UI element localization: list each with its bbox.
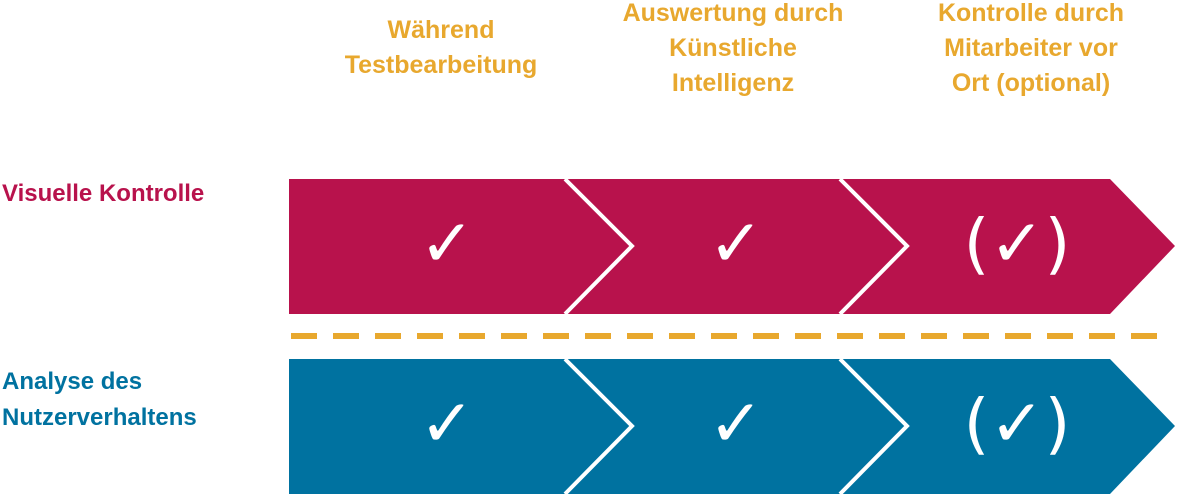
chevron-divider xyxy=(838,177,910,316)
column-header-onsite-control: Kontrolle durch Mitarbeiter vor Ort (opt… xyxy=(896,0,1166,101)
column-header-line: Auswertung durch xyxy=(622,0,844,27)
row-label-line: Analyse des xyxy=(2,368,143,395)
row-visual-control-band xyxy=(289,179,1175,314)
column-header-line: Testbearbeitung xyxy=(344,51,538,79)
column-header-line: Ort (optional) xyxy=(951,69,1111,97)
column-header-line: Intelligenz xyxy=(671,69,795,97)
optional-check-mark-icon: (✓) xyxy=(964,205,1071,282)
column-header-ai-evaluation: Auswertung durch Künstliche Intelligenz xyxy=(598,0,868,101)
column-header-line: Künstliche xyxy=(669,34,797,62)
chevron-divider xyxy=(563,177,635,316)
row-label-user-behavior-analysis: Analyse des Nutzerverhaltens xyxy=(2,364,197,436)
row-user-analysis-band xyxy=(289,359,1175,494)
row-label-visual-control: Visuelle Kontrolle xyxy=(2,176,204,212)
row-label-line: Nutzerverhaltens xyxy=(2,404,197,431)
check-mark-icon: ✓ xyxy=(419,205,474,282)
column-header-during-test: Während Testbearbeitung xyxy=(316,13,566,83)
optional-check-mark-icon: (✓) xyxy=(964,385,1071,462)
check-mark-icon: ✓ xyxy=(419,385,474,462)
check-mark-icon: ✓ xyxy=(708,385,763,462)
chevron-divider xyxy=(563,357,635,496)
column-header-line: Kontrolle durch xyxy=(937,0,1125,27)
row-label-line: Visuelle Kontrolle xyxy=(2,180,205,207)
chevron-divider xyxy=(838,357,910,496)
column-header-line: Während xyxy=(387,16,495,44)
check-mark-icon: ✓ xyxy=(708,205,763,282)
column-header-line: Mitarbeiter vor xyxy=(944,34,1118,62)
